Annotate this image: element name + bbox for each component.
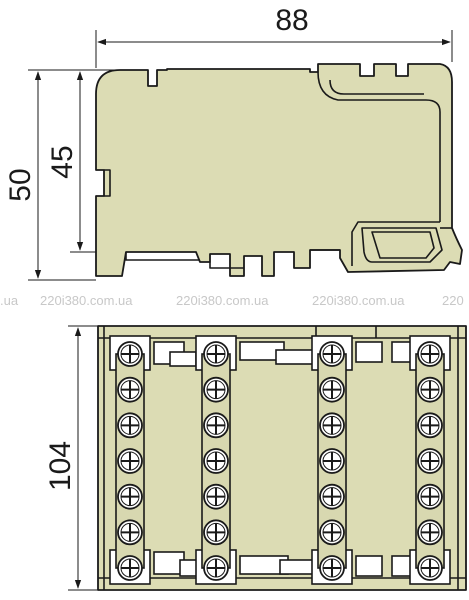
bus-bar xyxy=(109,335,151,585)
screw-icon xyxy=(319,483,345,510)
width-dimension-label: 88 xyxy=(275,4,308,37)
bus-bar xyxy=(195,335,237,585)
screw-icon xyxy=(203,483,229,510)
top-view: 104 xyxy=(44,325,467,591)
side-body xyxy=(95,63,463,277)
watermark-text-4: 220i380.com.ua xyxy=(312,293,405,308)
height-inner-dimension-label: 45 xyxy=(46,145,79,178)
screw-icon xyxy=(417,483,443,510)
screw-icon xyxy=(203,376,229,403)
bus-bar xyxy=(409,335,451,585)
screw-icon xyxy=(319,341,345,367)
length-dimension-label: 104 xyxy=(44,441,77,491)
screw-icon xyxy=(203,519,229,546)
screw-icon xyxy=(117,376,143,403)
bridges xyxy=(153,341,415,577)
watermark-text-5: 220 xyxy=(442,293,464,308)
screw-icon xyxy=(417,448,443,474)
screw-icon xyxy=(117,448,143,474)
watermark-text-2: 220i380.com.ua xyxy=(40,293,133,308)
screw-icon xyxy=(319,555,345,581)
side-inner-window xyxy=(361,227,443,263)
screw-icon xyxy=(203,341,229,367)
screw-icon xyxy=(117,519,143,546)
screw-icon xyxy=(319,448,345,474)
screw-icon xyxy=(117,341,143,367)
screw-icon xyxy=(319,376,345,403)
screw-icon xyxy=(319,519,345,546)
screw-icon xyxy=(203,448,229,474)
watermark-text-1: .ua xyxy=(0,293,19,308)
watermark: .ua 220i380.com.ua 220i380.com.ua 220i38… xyxy=(0,293,464,308)
screw-icon xyxy=(203,412,229,439)
screw-icon xyxy=(417,376,443,403)
screw-icon xyxy=(117,555,143,581)
screw-icon xyxy=(319,412,345,439)
bus-bars xyxy=(109,335,451,585)
top-body xyxy=(97,325,467,591)
screw-icon xyxy=(203,555,229,581)
screw-icon xyxy=(417,412,443,439)
screw-icon xyxy=(417,555,443,581)
screw-icon xyxy=(117,483,143,510)
bus-bar xyxy=(311,335,353,585)
screw-icon xyxy=(417,341,443,367)
screw-icon xyxy=(417,519,443,546)
screw-icon xyxy=(117,412,143,439)
side-inner-top xyxy=(317,71,441,222)
side-view: 88 50 45 xyxy=(4,4,463,281)
height-outer-dimension-label: 50 xyxy=(4,168,37,201)
watermark-text-3: 220i380.com.ua xyxy=(176,293,269,308)
